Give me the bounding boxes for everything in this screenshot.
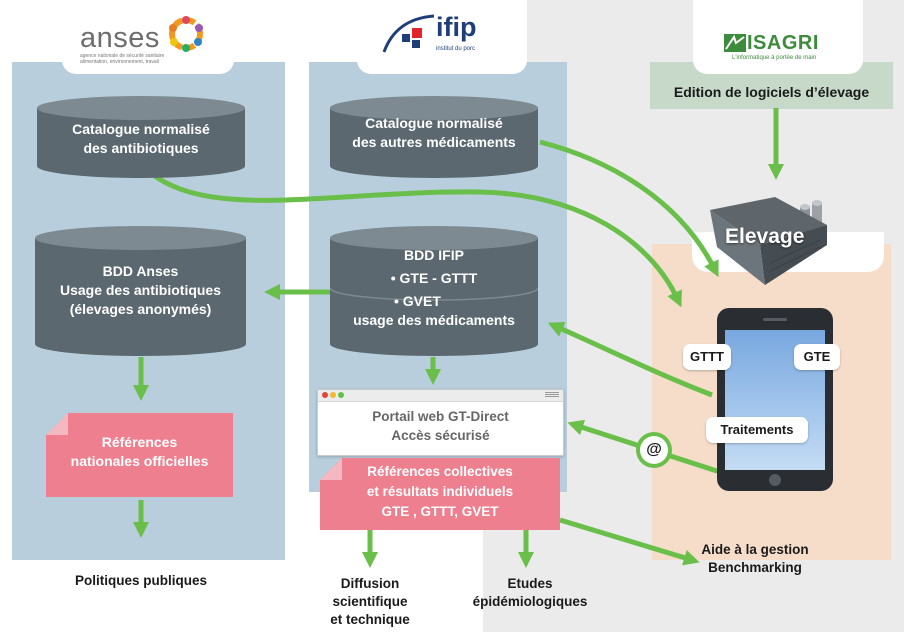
label-aide-gestion: Aide à la gestion Benchmarking — [701, 542, 809, 575]
anses-logo-tab — [62, 0, 234, 74]
farm-building-icon — [710, 197, 827, 285]
ifip-tagline: institut du porc — [436, 46, 476, 52]
smartphone — [717, 308, 833, 491]
cylinder-shape — [330, 226, 538, 356]
elevage-label: Elevage — [725, 225, 805, 248]
ifip-bdd-cylinder: BDD IFIP • GTE - GTTT • GVET usage des m… — [330, 226, 538, 356]
anses-bdd-text: BDD Anses Usage des antibiotiques (éleva… — [59, 263, 222, 317]
ifip-references-box: Références collectives et résultats indi… — [320, 458, 560, 530]
smartphone-icon — [717, 308, 833, 491]
arrow-phone-to-ifip — [547, 321, 713, 398]
label-diffusion: Diffusion scientifique et technique — [330, 576, 410, 627]
folded-box-shape — [46, 413, 233, 497]
window-close-dot-icon — [322, 392, 328, 398]
arrow-refs-to-aide — [559, 517, 700, 566]
label-etudes: Etudes épidémiologiques — [472, 576, 588, 609]
arrow-antibiotics-to-elevage — [140, 163, 682, 308]
ifip-catalogue-text: Catalogue normalisé des autres médicamen… — [352, 115, 516, 150]
cylinder-shape — [35, 226, 246, 356]
anses-tagline: agence nationale de sécurité sanitaire a… — [80, 53, 165, 65]
ifip-logo-swoosh-icon — [382, 14, 435, 53]
at-sign-icon: @ — [636, 432, 672, 468]
ifip-bdd-text: BDD IFIP • GTE - GTTT • GVET usage des m… — [353, 247, 515, 328]
ifip-logo: ifip institut du porc — [380, 12, 520, 62]
farm-building: Elevage — [705, 185, 835, 290]
window-minimize-dot-icon — [330, 392, 336, 398]
anses-references-box: Références nationales officielles — [46, 413, 233, 497]
window-menu-icon — [545, 392, 559, 393]
anses-references-text: Références nationales officielles — [70, 434, 209, 469]
ifip-catalogue-cylinder: Catalogue normalisé des autres médicamen… — [330, 96, 538, 178]
anses-catalogue-text: Catalogue normalisé des antibiotiques — [72, 121, 210, 156]
ifip-logo-tab — [357, 0, 527, 74]
portal-text: Portail web GT-Direct Accès sécurisé — [372, 409, 509, 443]
window-maximize-dot-icon — [338, 392, 344, 398]
bubble-gte: GTE — [794, 344, 840, 370]
anses-bdd-cylinder: BDD Anses Usage des antibiotiques (éleva… — [35, 226, 246, 356]
isagri-logo-tab — [693, 0, 863, 74]
bubble-traitements: Traitements — [706, 417, 808, 443]
isagri-logo: ISAGRI L'informatique à portée de main — [724, 32, 834, 68]
folded-box-shape — [320, 458, 560, 530]
cylinder-shape — [37, 96, 245, 178]
portal-titlebar — [318, 390, 563, 402]
label-politiques-publiques: Politiques publiques — [74, 573, 207, 588]
cylinder-shape — [330, 96, 538, 178]
anses-catalogue-cylinder: Catalogue normalisé des antibiotiques — [37, 96, 245, 178]
bubble-gttt: GTTT — [683, 344, 731, 370]
gt-direct-portal-window[interactable]: Portail web GT-Direct Accès sécurisé — [317, 389, 564, 456]
isagri-tagline: L'informatique à portée de main — [732, 55, 817, 61]
isagri-logo-mark-icon — [724, 34, 746, 52]
ifip-logo-text: ifip — [436, 12, 477, 42]
anses-logo-text: anses — [80, 22, 160, 54]
anses-logo-ring-icon — [169, 16, 203, 52]
arrow-other-meds-to-elevage — [539, 139, 719, 278]
isagri-edition-label: Edition de logiciels d’élevage — [673, 84, 870, 100]
ifip-references-text: Références collectives et résultats indi… — [366, 464, 514, 519]
isagri-logo-text: ISAGRI — [747, 32, 819, 54]
